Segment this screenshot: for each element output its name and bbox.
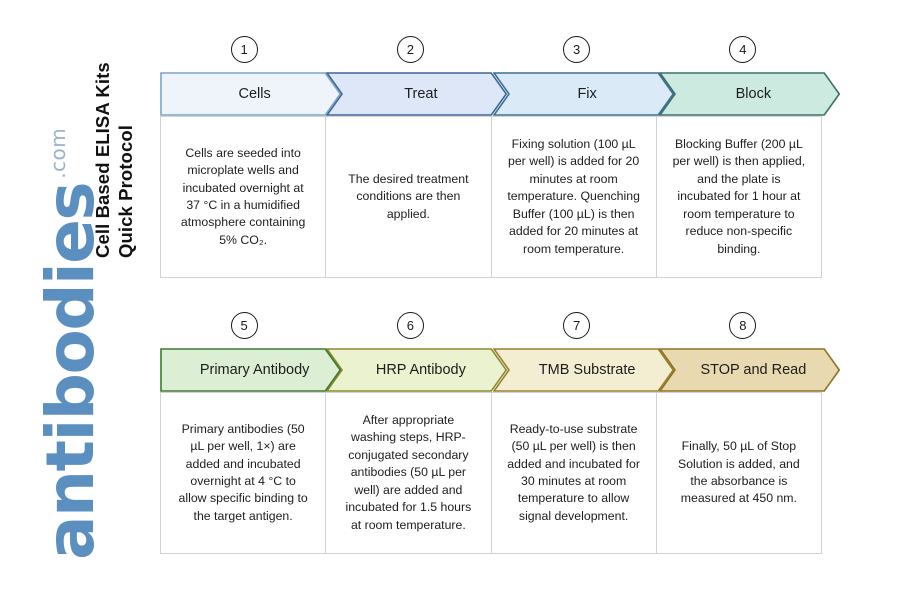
step-number-badge-1: 1 <box>230 36 258 63</box>
step-chevron-1[interactable]: Cells <box>160 72 342 116</box>
step-body-text-4: Blocking Buffer (200 µL per well) is the… <box>672 136 806 256</box>
chevron-shape-2 <box>326 72 508 116</box>
step-chevron-8[interactable]: STOP and Read <box>658 348 840 392</box>
step-body-text-1: Cells are seeded into microplate wells a… <box>180 145 306 247</box>
logo-domain-suffix: .com <box>46 127 70 179</box>
step-body-cell-6: After appropriate washing steps, HRP-con… <box>325 392 492 554</box>
step-body-text-7: Ready-to-use substrate (50 µL per well) … <box>507 421 640 523</box>
step-body-text-6: After appropriate washing steps, HRP-con… <box>345 412 472 532</box>
step-number-badge-6: 6 <box>396 312 424 339</box>
step-body-text-2: The desired treatment conditions are the… <box>348 171 469 221</box>
step-label-4: Block <box>735 86 772 102</box>
step-chevron-5[interactable]: Primary Antibody <box>160 348 342 392</box>
step-body-cell-5: Primary antibodies (50 µL per well, 1×) … <box>160 392 327 554</box>
step-number-badge-2: 2 <box>396 36 424 63</box>
chevron-shape-6 <box>326 348 508 392</box>
chevron-shape-3 <box>492 72 674 116</box>
step-label-5: Primary Antibody <box>199 362 310 378</box>
step-label-6: HRP Antibody <box>375 362 466 378</box>
step-chevron-4[interactable]: Block <box>658 72 840 116</box>
step-body-cell-7: Ready-to-use substrate (50 µL per well) … <box>490 392 657 554</box>
step-number-badge-7: 7 <box>563 312 591 339</box>
step-chevron-3[interactable]: Fix <box>492 72 674 116</box>
step-number-badge-5: 5 <box>230 312 258 339</box>
step-body-text-8: Finally, 50 µL of Stop Solution is added… <box>678 439 800 506</box>
step-label-1: Cells <box>238 86 271 102</box>
chevron-shape-1 <box>160 72 342 116</box>
step-body-cell-3: Fixing solution (100 µL per well) is add… <box>490 116 657 278</box>
step-label-3: Fix <box>577 86 597 102</box>
step-body-cell-8: Finally, 50 µL of Stop Solution is added… <box>655 392 822 554</box>
step-number-badge-8: 8 <box>729 312 757 339</box>
step-body-text-5: Primary antibodies (50 µL per well, 1×) … <box>178 421 308 523</box>
chevron-shape-5 <box>160 348 342 392</box>
step-body-cell-2: The desired treatment conditions are the… <box>325 116 492 278</box>
step-number-badge-4: 4 <box>729 36 757 63</box>
step-body-row-top: Cells are seeded into microplate wells a… <box>160 116 825 278</box>
step-body-text-3: Fixing solution (100 µL per well) is add… <box>507 136 640 256</box>
chevron-shape-4 <box>658 72 840 116</box>
step-number-badge-3: 3 <box>563 36 591 63</box>
page-title-line-2: Quick Protocol <box>115 125 136 258</box>
step-chevron-6[interactable]: HRP Antibody <box>326 348 508 392</box>
logo-wordmark: antibodies <box>32 182 109 560</box>
chevron-shape-8 <box>658 348 840 392</box>
step-chevron-2[interactable]: Treat <box>326 72 508 116</box>
antibodies-logo: antibodies .com <box>32 127 109 560</box>
step-label-7: TMB Substrate <box>538 362 636 378</box>
step-chevron-7[interactable]: TMB Substrate <box>492 348 674 392</box>
step-body-row-bottom: Primary antibodies (50 µL per well, 1×) … <box>160 392 825 554</box>
chevron-shape-7 <box>492 348 674 392</box>
step-body-cell-4: Blocking Buffer (200 µL per well) is the… <box>655 116 822 278</box>
step-body-cell-1: Cells are seeded into microplate wells a… <box>160 116 327 278</box>
step-label-8: STOP and Read <box>700 362 807 378</box>
step-label-2: Treat <box>404 86 438 102</box>
